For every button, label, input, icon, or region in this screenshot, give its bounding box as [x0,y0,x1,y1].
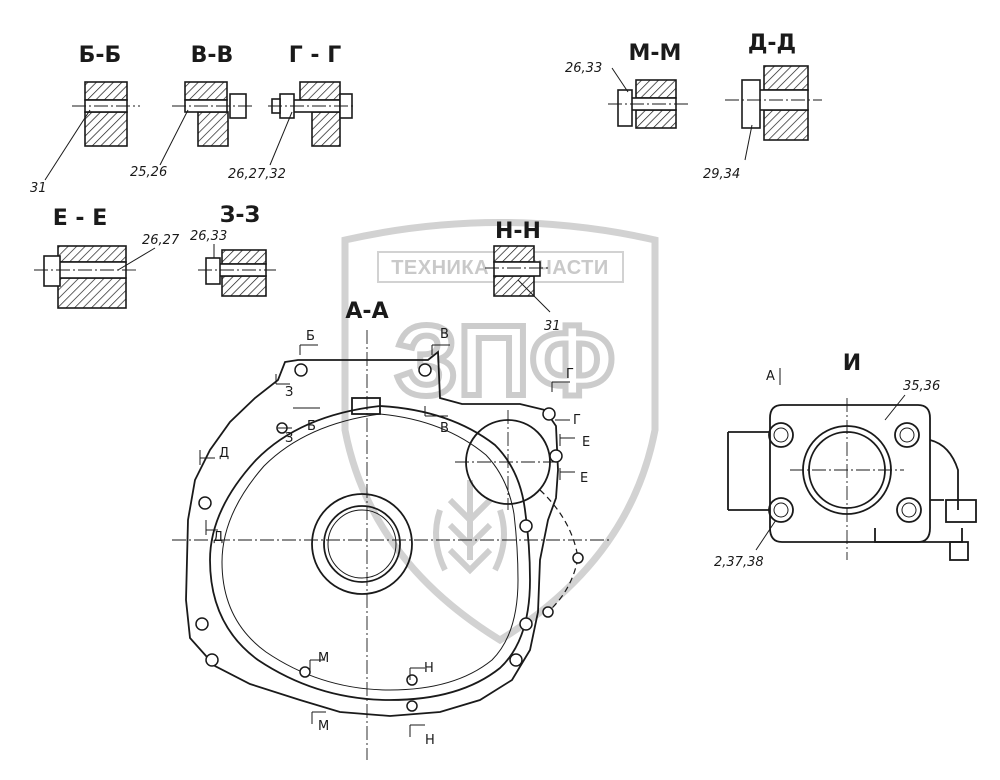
section-title-ee: Е - Е [53,206,108,231]
view-i: И А 35,36 2,37,38 [714,351,977,570]
section-title-nn: Н-Н [495,219,541,244]
cut-n-top: Н [424,661,434,676]
cut-n-bot: Н [425,733,435,748]
cut-g-bot: Г [573,413,581,428]
section-title-zz: З-З [220,203,260,228]
callout-26-27-32: 26,27,32 [228,167,286,182]
section-title-i: И [843,351,861,376]
callout-31-nn: 31 [544,319,561,334]
callout-29-34: 29,34 [703,167,740,182]
section-mm: М-М 26,33 [565,41,690,129]
callout-26-33-zz: 26,33 [190,229,227,244]
cut-z-bot: З [285,431,293,446]
callout-2-37-38: 2,37,38 [714,555,764,570]
callout-26-33-mm: 26,33 [565,61,602,76]
cut-v-top: В [440,327,449,342]
cut-a-view: А [766,369,775,384]
cut-m-bot: М [318,719,329,734]
cut-e-bot: Е [580,471,588,486]
cut-z-top: З [285,385,293,400]
cut-b-bot: Б [307,419,316,434]
section-bb: Б-Б 31 [30,43,140,196]
main-view-aa: А-А [172,299,610,760]
section-vv: В-В 25,26 [130,43,252,180]
watermark-logo: ЗПФ [395,305,615,417]
section-title-mm: М-М [629,41,682,66]
section-title-aa: А-А [345,299,388,324]
cut-m-top: М [318,651,329,666]
flange-bolts [768,422,922,523]
cut-d-bot: Д [213,530,223,545]
section-gg: Г - Г 26,27,32 [228,43,356,182]
callout-25-26: 25,26 [130,165,167,180]
cut-d-top: Д [219,446,229,461]
section-title-gg: Г - Г [289,43,342,68]
section-title-vv: В-В [191,43,234,68]
wheat-icon [433,480,507,575]
section-title-bb: Б-Б [79,43,122,68]
callout-26-27: 26,27 [142,233,180,248]
callout-35-36: 35,36 [903,379,940,394]
section-dd: Д-Д 29,34 [703,31,822,182]
cut-b-top: Б [306,329,315,344]
callout-31-bb: 31 [30,181,47,196]
section-ee: Е - Е 26,27 [34,206,180,309]
cut-mark-lines [199,344,575,737]
cut-v-bot: В [440,421,449,436]
section-zz: З-З 26,33 [190,203,276,297]
section-nn: Н-Н 31 [485,219,561,334]
section-title-dd: Д-Д [748,31,796,56]
bolt-holes [195,363,563,712]
cut-g-top: Г [566,367,574,382]
cut-e-top: Е [582,435,590,450]
